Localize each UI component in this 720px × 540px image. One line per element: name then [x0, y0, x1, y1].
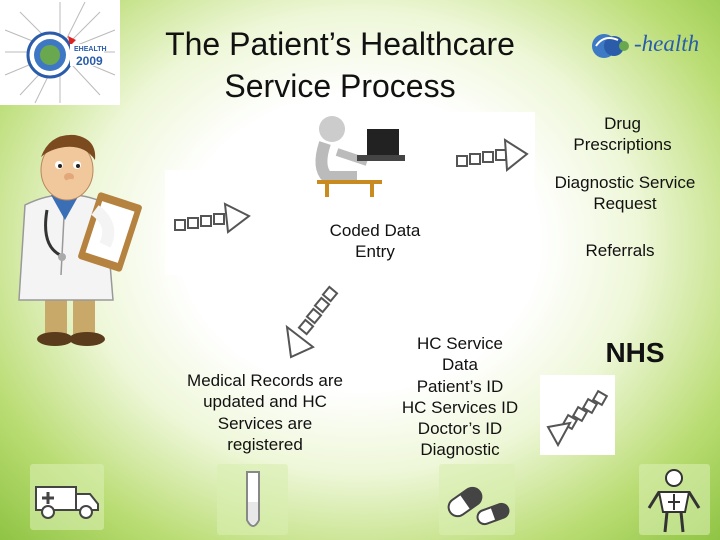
right-logo-text: -health	[634, 31, 700, 56]
label-nhs: NHS	[605, 337, 665, 368]
right-logo: -health	[590, 26, 715, 66]
test-tube-icon	[215, 462, 290, 537]
ambulance-icon	[28, 462, 106, 532]
arrow-panel-down	[275, 275, 345, 370]
label-diagnostic-service-request: Diagnostic Service Request	[554, 173, 696, 214]
left-logo: EHEALTH 2009	[0, 0, 120, 105]
computer-user-panel	[287, 107, 427, 202]
label-medical-records: Medical Records are updated and HC Servi…	[187, 371, 343, 454]
left-logo-text: EHEALTH	[74, 46, 107, 53]
title-line-1: The Patient’s Healthcare	[165, 26, 515, 62]
doctor-figure	[5, 125, 150, 355]
title-line-2: Service Process	[224, 67, 456, 104]
left-logo-year: 2009	[76, 54, 103, 68]
page-title: The Patient’s Healthcare Service Process	[130, 24, 550, 107]
arrow-panel-middle-left	[165, 170, 265, 275]
arrow-panel-top-right	[445, 112, 535, 217]
label-referrals: Referrals	[585, 241, 655, 260]
label-hc-service-data: HC Service Data Patient’s ID HC Services…	[401, 334, 519, 460]
label-drug-prescriptions: Drug Prescriptions	[573, 114, 672, 155]
arrow-panel-bottom-right	[540, 375, 615, 455]
hospital-patient-icon	[637, 462, 712, 537]
label-coded-data-entry: Coded Data Entry	[329, 221, 421, 262]
pills-icon	[437, 462, 517, 537]
